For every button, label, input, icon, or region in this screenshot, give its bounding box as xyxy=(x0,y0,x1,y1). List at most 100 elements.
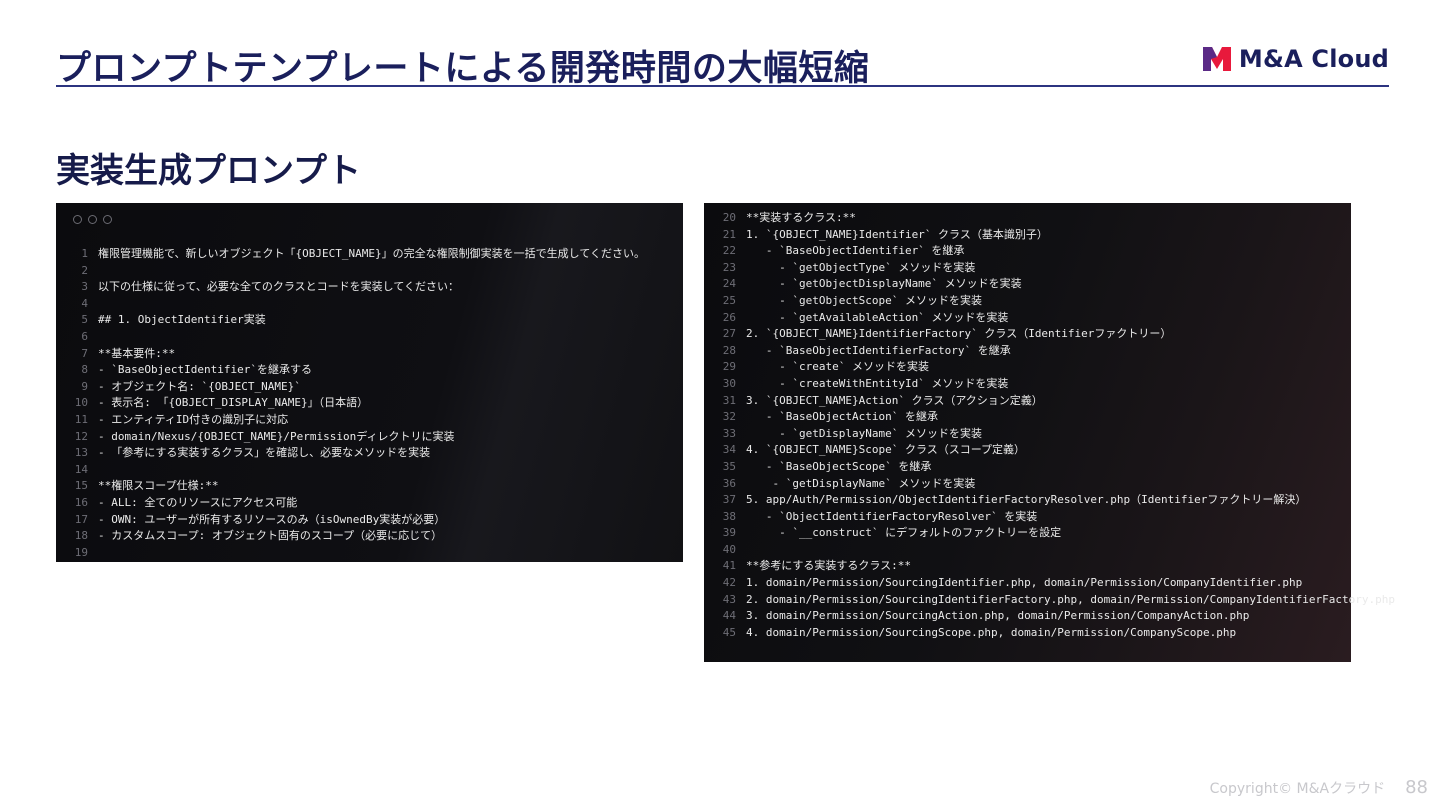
line-number: 11 xyxy=(74,412,88,426)
line-number: 5 xyxy=(81,313,88,327)
line-number: 42 xyxy=(722,576,736,590)
code-line: 21 1. `{OBJECT_NAME}Identifier` クラス（基本識別子… xyxy=(704,227,1351,244)
line-number: 41 xyxy=(722,559,736,573)
logo-text: M&A Cloud xyxy=(1238,45,1389,73)
line-number: 35 xyxy=(722,459,736,473)
code-text: - `getObjectDisplayName` メソッドを実装 xyxy=(746,277,1022,291)
code-line: 12- domain/Nexus/{OBJECT_NAME}/Permissio… xyxy=(56,429,683,446)
code-line: 29 - `create` メソッドを実装 xyxy=(704,359,1351,376)
code-line: 26 - `getAvailableAction` メソッドを実装 xyxy=(704,310,1351,327)
line-number: 13 xyxy=(74,446,88,460)
code-text: 1. `{OBJECT_NAME}Identifier` クラス（基本識別子） xyxy=(746,227,1048,241)
code-line: 22 - `BaseObjectIdentifier` を継承 xyxy=(704,243,1351,260)
line-number: 43 xyxy=(722,592,736,606)
code-line: 9- オブジェクト名: `{OBJECT_NAME}` xyxy=(56,379,683,396)
line-number: 18 xyxy=(74,529,88,543)
line-number: 9 xyxy=(81,379,88,393)
code-text: - 表示名: 「{OBJECT_DISPLAY_NAME}」（日本語） xyxy=(98,396,369,410)
line-number: 14 xyxy=(74,462,88,476)
code-screenshot-right: 20**実装するクラス:**21 1. `{OBJECT_NAME}Identif… xyxy=(704,203,1395,662)
code-line: 10- 表示名: 「{OBJECT_DISPLAY_NAME}」（日本語） xyxy=(56,395,683,412)
code-line: 6 xyxy=(56,329,683,346)
code-line: 43 2. domain/Permission/SourcingIdentifie… xyxy=(704,592,1395,609)
code-text: - `BaseObjectScope` を継承 xyxy=(746,459,932,473)
code-line: 28 - `BaseObjectIdentifierFactory` を継承 xyxy=(704,343,1351,360)
line-number: 3 xyxy=(81,280,88,294)
code-text: - `BaseObjectIdentifierFactory` を継承 xyxy=(746,343,1011,357)
code-text: **実装するクラス:** xyxy=(746,211,856,224)
code-text: 4. domain/Permission/SourcingScope.php, … xyxy=(746,625,1237,639)
code-line: 15**権限スコープ仕様:** xyxy=(56,478,683,495)
code-line: 8- `BaseObjectIdentifier`を継承する xyxy=(56,362,683,379)
line-number: 17 xyxy=(74,512,88,526)
line-number: 38 xyxy=(722,509,736,523)
code-text: 5. app/Auth/Permission/ObjectIdentifierF… xyxy=(746,493,1307,507)
line-number: 31 xyxy=(722,393,736,407)
line-number: 4 xyxy=(81,296,88,310)
code-line: 40 xyxy=(704,542,1351,559)
section-title: 実装生成プロンプト xyxy=(56,151,361,191)
code-text: 2. `{OBJECT_NAME}IdentifierFactory` クラス（… xyxy=(746,327,1172,341)
window-dot-icon xyxy=(103,215,112,224)
line-number: 7 xyxy=(81,346,88,360)
code-line: 3 以下の仕様に従って、必要な全てのクラスとコードを実装してください： xyxy=(56,279,683,296)
code-line: 11 - エンティティID付きの識別子に対応 xyxy=(56,412,683,429)
code-line: 35 - `BaseObjectScope` を継承 xyxy=(704,459,1351,476)
line-number: 21 xyxy=(722,227,736,241)
code-text: - `BaseObjectIdentifier`を継承する xyxy=(98,363,312,377)
code-text: 権限管理機能で、新しいオブジェクト「{OBJECT_NAME}」の完全な権限制御… xyxy=(98,247,645,260)
header-divider xyxy=(56,85,1389,87)
line-number: 37 xyxy=(722,493,736,507)
line-number: 33 xyxy=(722,426,736,440)
line-number: 32 xyxy=(722,410,736,424)
m-logo-icon xyxy=(1202,47,1231,71)
code-text: 2. domain/Permission/SourcingIdentifierF… xyxy=(746,592,1396,606)
line-number: 36 xyxy=(722,476,736,490)
code-line: 2 xyxy=(56,263,683,280)
line-number: 6 xyxy=(81,329,88,343)
slide-footer: Copyright© M&Aクラウド 88 xyxy=(1210,777,1428,798)
code-text: - `getObjectType` メソッドを実装 xyxy=(746,260,976,274)
code-text: - `BaseObjectIdentifier` を継承 xyxy=(746,244,965,258)
code-text: ## 1. ObjectIdentifier実装 xyxy=(98,313,266,327)
code-text: - 「参考にする実装するクラス」を確認し、必要なメソッドを実装 xyxy=(98,446,431,460)
code-line: 33 - `getDisplayName` メソッドを実装 xyxy=(704,426,1351,443)
code-line: 32 - `BaseObjectAction` を継承 xyxy=(704,409,1351,426)
brand-logo: M&A Cloud xyxy=(1202,44,1389,74)
code-line: 5 ## 1. ObjectIdentifier実装 xyxy=(56,312,683,329)
code-line: 13 - 「参考にする実装するクラス」を確認し、必要なメソッドを実装 xyxy=(56,445,683,462)
window-dot-icon xyxy=(88,215,97,224)
code-text: - ALL: 全てのリソースにアクセス可能 xyxy=(98,495,298,509)
code-text: **権限スコープ仕様:** xyxy=(98,479,219,493)
code-text: **基本要件:** xyxy=(98,346,176,360)
code-line: 7 **基本要件:** xyxy=(56,346,683,363)
line-number: 27 xyxy=(722,327,736,341)
code-line: 41 **参考にする実装するクラス:** xyxy=(704,558,1351,575)
code-text: - エンティティID付きの識別子に対応 xyxy=(98,412,289,426)
code-text: - domain/Nexus/{OBJECT_NAME}/Permissionデ… xyxy=(98,429,455,443)
code-line: 37 5. app/Auth/Permission/ObjectIdentifie… xyxy=(704,492,1351,509)
line-number: 40 xyxy=(722,542,736,556)
line-number: 19 xyxy=(74,545,88,559)
line-number: 2 xyxy=(81,263,88,277)
code-line: 19 xyxy=(56,545,683,562)
code-line: 27 2. `{OBJECT_NAME}IdentifierFactory` クラ… xyxy=(704,326,1351,343)
code-text: - `getObjectScope` メソッドを実装 xyxy=(746,293,982,307)
code-line: 17 - OWN: ユーザーが所有するリソースのみ（isOwnedBy実装が必要） xyxy=(56,512,683,529)
code-text: - `getAvailableAction` メソッドを実装 xyxy=(746,310,1009,324)
code-line: 20**実装するクラス:** xyxy=(704,210,1351,227)
code-text: **参考にする実装するクラス:** xyxy=(746,559,912,573)
code-text: - OWN: ユーザーが所有するリソースのみ（isOwnedBy実装が必要） xyxy=(98,512,446,526)
window-dot-icon xyxy=(73,215,82,224)
line-number: 34 xyxy=(722,443,736,457)
slide-title: プロンプトテンプレートによる開発時間の大幅短縮 xyxy=(56,49,870,89)
code-text: - `create` メソッドを実装 xyxy=(746,360,929,374)
code-text: 以下の仕様に従って、必要な全てのクラスとコードを実装してください： xyxy=(98,280,460,294)
code-text: - `__construct` にデフォルトのファクトリーを設定 xyxy=(746,526,1062,540)
page-number: 88 xyxy=(1405,777,1428,798)
window-controls xyxy=(73,215,112,224)
